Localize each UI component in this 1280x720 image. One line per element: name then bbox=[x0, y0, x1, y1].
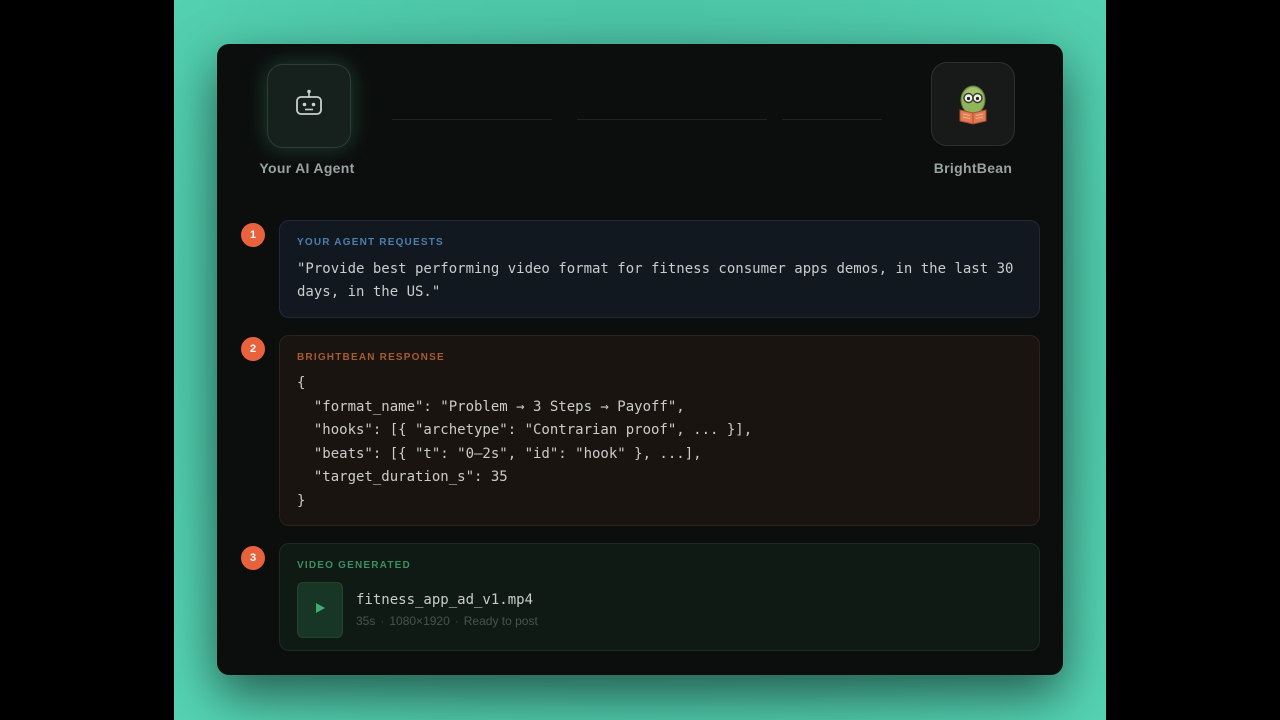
play-button[interactable] bbox=[297, 582, 343, 638]
brightbean-label: BrightBean bbox=[933, 160, 1013, 176]
video-resolution: 1080×1920 bbox=[389, 614, 450, 628]
brightbean-node[interactable] bbox=[931, 62, 1015, 146]
agent-label: Your AI Agent bbox=[259, 160, 355, 176]
step-number-badge: 1 bbox=[241, 223, 265, 247]
bean-reading-icon bbox=[949, 78, 997, 131]
separator-dot: · bbox=[454, 614, 459, 628]
request-panel: YOUR AGENT REQUESTS "Provide best perfor… bbox=[279, 220, 1040, 318]
panel-title: YOUR AGENT REQUESTS bbox=[297, 237, 444, 248]
step-number-badge: 3 bbox=[241, 546, 265, 570]
panel-title: VIDEO GENERATED bbox=[297, 560, 411, 571]
request-text: "Provide best performing video format fo… bbox=[297, 261, 1014, 300]
panel-title: BRIGHTBEAN RESPONSE bbox=[297, 352, 445, 363]
separator-dot: · bbox=[380, 614, 385, 628]
connector-line bbox=[782, 119, 882, 120]
step-number-badge: 2 bbox=[241, 337, 265, 361]
connector-line bbox=[577, 119, 767, 120]
video-duration: 35s bbox=[356, 614, 376, 628]
connector-line bbox=[392, 119, 552, 120]
play-icon bbox=[314, 601, 326, 619]
video-meta: 35s · 1080×1920 · Ready to post bbox=[356, 614, 538, 628]
workflow-card: Your AI Agent BrightBean 1 bbox=[217, 44, 1063, 675]
response-code-block: { "format_name": "Problem → 3 Steps → Pa… bbox=[297, 375, 753, 509]
response-panel: BRIGHTBEAN RESPONSE { "format_name": "Pr… bbox=[279, 335, 1040, 526]
video-status: Ready to post bbox=[463, 614, 538, 628]
video-panel: VIDEO GENERATED fitness_app_ad_v1.mp4 35… bbox=[279, 543, 1040, 651]
video-file-name[interactable]: fitness_app_ad_v1.mp4 bbox=[356, 592, 534, 608]
robot-icon bbox=[292, 87, 326, 126]
agent-node[interactable] bbox=[267, 64, 351, 148]
